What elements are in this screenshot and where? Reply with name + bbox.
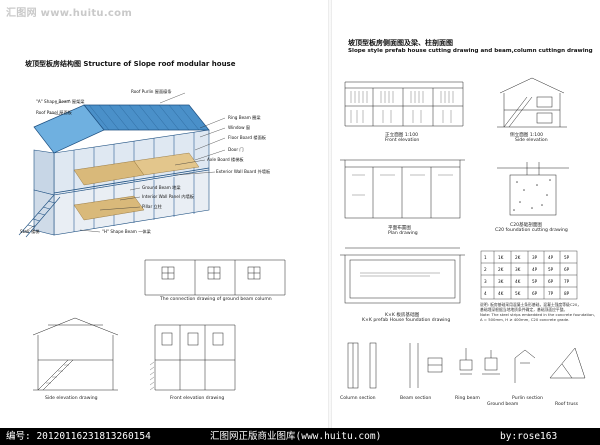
section-details-drawing (347, 342, 586, 389)
table-cell: 3K (515, 267, 521, 272)
caption-kk-en: K×K prefab House foundation drawing (362, 318, 451, 323)
table-cell: 3 (484, 279, 487, 284)
table-cell: 4K (515, 279, 521, 284)
caption-plan-cn: 平面布置图 (388, 226, 411, 231)
table-cell: 5P (532, 279, 538, 284)
right-title-en: Slope style prefab house cutting drawing… (348, 48, 593, 54)
caption-front-elevation-left: Front elevation drawing (170, 396, 225, 401)
caption-purlin-section: Purlin section (512, 396, 543, 401)
caption-ground-beam: Ground beam (487, 402, 519, 407)
caption-side-elevation-en: Side elevation (515, 138, 548, 143)
spec-table (480, 250, 578, 300)
table-cell: 5P (564, 255, 570, 260)
label-ground-beam: Ground Beam 地梁 (142, 185, 181, 190)
table-cell: 7P (548, 291, 554, 296)
caption-front-elevation-en: Front elevation (385, 138, 420, 143)
footer-id: 编号: 20120116231813260154 (6, 431, 151, 442)
label-a-shape-beam: "A" Shape Beam 屋架梁 (36, 99, 85, 104)
table-cell: 5K (515, 291, 521, 296)
right-title-cn: 坡顶型板房侧面图及梁、柱剖面图 (348, 39, 453, 47)
ground-beam-connection-drawing (144, 259, 286, 296)
caption-connection: The connection drawing of ground beam co… (160, 297, 272, 302)
table-cell: 7P (564, 279, 570, 284)
footer-site: 汇图网正版商业图库(www.huitu.com) (210, 431, 382, 442)
notes-block: 说明: 板房基础采用混凝土条形基础，混凝土强度等级C20， 基础埋深根据当地地质… (480, 302, 595, 322)
caption-foundation-cn: C20基础剖面图 (510, 223, 543, 228)
label-h-shape-beam: "H" Shape Beam 一体梁 (102, 229, 151, 234)
table-cell: 6P (532, 291, 538, 296)
note-line: Note: The steel strips embedded in the c… (480, 312, 595, 317)
label-exterior-wall: Exterior Wall Board 外墙板 (216, 169, 271, 174)
caption-front-elevation-cn: 正立面图 1:100 (385, 133, 419, 138)
table-cell: 4P (548, 255, 554, 260)
table-cell: 2K (498, 267, 504, 272)
label-door: Door 门 (228, 147, 244, 152)
plan-drawing (340, 159, 465, 219)
label-ring-beam: Ring Beam 圈梁 (228, 115, 261, 120)
table-cell: 8P (564, 291, 570, 296)
footer-author: by:rose163 (500, 431, 558, 442)
label-leaders (24, 92, 226, 233)
label-pillar: Pillar 立柱 (142, 204, 162, 209)
table-cell: 4P (532, 267, 538, 272)
label-roof-panel: Roof Panel 屋面板 (36, 110, 72, 115)
table-cell: 2K (515, 255, 521, 260)
caption-ring-beam: Ring beam (455, 396, 480, 401)
footer-bar: 编号: 20120116231813260154 汇图网正版商业图库(www.h… (0, 428, 600, 445)
watermark: 汇图网 www.huitu.com (6, 8, 133, 19)
note-line: A = 500mm, H ≥ 400mm, C20 concrete grade… (480, 317, 570, 322)
table-cell: 6P (564, 267, 570, 272)
right-sheet (330, 0, 600, 428)
table-cell: 4K (498, 291, 504, 296)
note-line: 说明: 板房基础采用混凝土条形基础，混凝土强度等级C20， (480, 302, 582, 307)
caption-foundation-en: C20 foundation cutting drawing (495, 228, 568, 233)
table-cell: 2 (484, 267, 487, 272)
caption-roof-truss: Roof truss (555, 402, 579, 407)
front-elevation-drawing (344, 81, 464, 127)
label-roof-purlin: Roof Purlin 屋面檩条 (131, 89, 172, 94)
caption-side-elevation-cn: 侧立面图 1:100 (510, 133, 544, 138)
house-isometric-drawing (18, 104, 210, 238)
front-elevation-left-drawing (150, 324, 236, 391)
caption-column-section: Column section (340, 396, 376, 401)
table-cell: 5P (548, 267, 554, 272)
left-title: 坡顶型板房结构图 Structure of Slope roof modular… (25, 60, 236, 68)
note-line: 基础埋深根据当地地质条件确定，基础顶面应平整。 (480, 307, 568, 312)
caption-beam-section: Beam section (400, 396, 432, 401)
kk-foundation-drawing (340, 247, 465, 304)
table-cell: 3K (498, 279, 504, 284)
table-cell: 6P (548, 279, 554, 284)
table-cell: 4 (484, 291, 487, 296)
label-stair: Stair 楼梯 (20, 229, 40, 234)
caption-kk-cn: K×K 板房基础图 (385, 313, 420, 318)
side-elevation-left-drawing (32, 317, 119, 391)
table-cell: 1K (498, 255, 504, 260)
label-interior-wall: Interior Wall Panel 内墙板 (142, 194, 194, 199)
table-cell: 3P (532, 255, 538, 260)
foundation-cutting-drawing (497, 162, 569, 216)
table-cell: 1 (484, 255, 487, 260)
label-window: Window 窗 (228, 125, 251, 130)
caption-side-elevation: Side elevation drawing (45, 396, 98, 401)
caption-plan-en: Plan drawing (388, 231, 418, 236)
label-floor-board: Floor Board 楼面板 (228, 135, 266, 140)
side-elevation-drawing (497, 77, 567, 128)
page-fold (328, 0, 332, 428)
label-axle-board: Axle Board 楼梯板 (207, 157, 244, 162)
